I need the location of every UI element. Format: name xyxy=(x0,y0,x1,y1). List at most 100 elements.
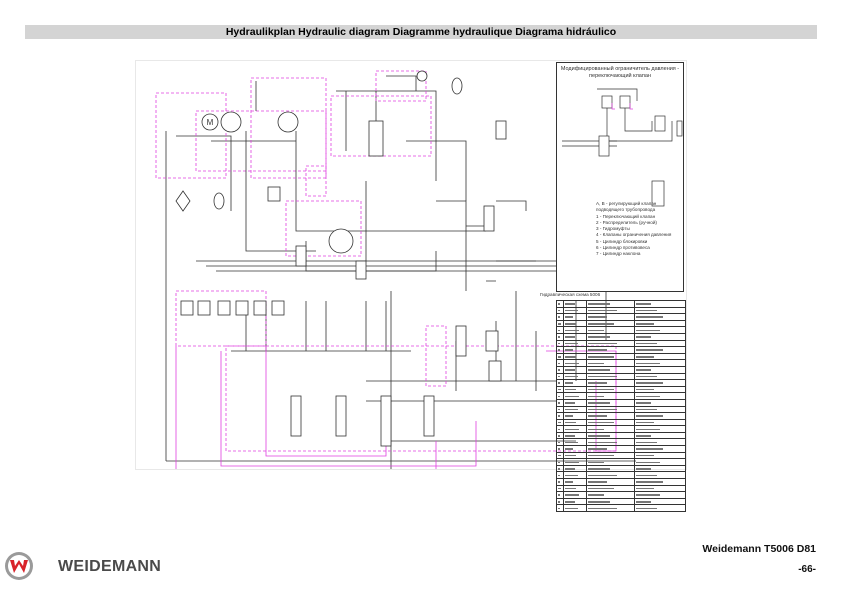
table-cell xyxy=(563,372,587,381)
illegible-text xyxy=(558,494,560,496)
table-cell xyxy=(563,484,587,493)
pilot-solid-lines xyxy=(175,346,617,469)
illegible-text xyxy=(558,402,561,404)
table-cell xyxy=(563,319,587,328)
table-row xyxy=(556,464,686,473)
table-cell xyxy=(634,392,686,400)
inset-schematic-drawing xyxy=(562,88,683,207)
illegible-text xyxy=(565,474,578,477)
brand-wordmark: WEIDEMANN xyxy=(58,558,162,575)
illegible-text xyxy=(636,349,663,351)
table-cell xyxy=(586,352,635,361)
illegible-text xyxy=(588,309,617,312)
illegible-text xyxy=(558,461,560,463)
table-row xyxy=(556,445,686,453)
table-cell xyxy=(556,425,564,433)
table-cell xyxy=(556,326,564,334)
illegible-text xyxy=(588,408,617,411)
table-cell xyxy=(586,332,635,341)
illegible-text xyxy=(588,349,608,351)
table-cell xyxy=(634,484,686,493)
table-row xyxy=(556,379,686,387)
illegible-text xyxy=(565,487,577,490)
legend-item: 4 - Клапаны ограничения давления xyxy=(596,232,672,238)
illegible-text xyxy=(636,395,660,398)
motor-label: M xyxy=(207,118,214,127)
illegible-text xyxy=(565,421,577,424)
table-cell xyxy=(563,306,587,315)
table-cell xyxy=(586,365,635,374)
legend-item: 6 - Цилиндр противовеса xyxy=(596,245,650,251)
illegible-text xyxy=(588,316,608,318)
table-cell xyxy=(556,504,564,512)
illegible-text xyxy=(588,356,614,358)
illegible-text xyxy=(558,448,561,450)
illegible-text xyxy=(558,342,560,345)
table-cell xyxy=(556,359,564,367)
illegible-text xyxy=(558,349,561,351)
table-cell xyxy=(634,464,686,473)
table-cell xyxy=(556,471,564,480)
table-cell xyxy=(586,319,635,328)
illegible-text xyxy=(565,309,578,312)
table-cell xyxy=(586,431,635,440)
table-cell xyxy=(634,379,686,387)
illegible-text xyxy=(565,448,573,450)
illegible-text xyxy=(565,507,578,510)
illegible-text xyxy=(636,323,654,325)
table-cell xyxy=(556,412,564,420)
table-row xyxy=(556,504,686,512)
illegible-text xyxy=(588,448,608,450)
table-cell xyxy=(563,352,587,361)
table-cell xyxy=(634,398,686,407)
legend-item: подводящего трубопровода xyxy=(596,207,656,213)
table-cell xyxy=(634,418,686,427)
table-cell xyxy=(586,504,635,512)
table-cell xyxy=(556,438,564,447)
illegible-text xyxy=(636,448,663,450)
table-cell xyxy=(634,471,686,480)
table-cell xyxy=(586,372,635,381)
table-cell xyxy=(563,359,587,367)
table-row xyxy=(556,471,686,480)
table-cell xyxy=(563,326,587,334)
table-cell xyxy=(563,398,587,407)
illegible-text xyxy=(636,342,657,345)
table-cell xyxy=(563,365,587,374)
illegible-text xyxy=(558,303,561,305)
inset-title: Модифицированный ограничитель давления -… xyxy=(557,66,683,80)
table-cell xyxy=(634,412,686,420)
table-cell xyxy=(556,379,564,387)
table-cell xyxy=(556,319,564,328)
legend-item: A, B - регулирующий клапан xyxy=(596,201,657,206)
illegible-text xyxy=(565,494,580,496)
illegible-text xyxy=(636,382,663,384)
illegible-text xyxy=(636,474,657,477)
table-row xyxy=(556,319,686,328)
illegible-text xyxy=(565,415,573,417)
illegible-text xyxy=(558,395,560,398)
table-cell xyxy=(556,431,564,440)
illegible-text xyxy=(588,382,608,384)
illegible-text xyxy=(565,481,573,483)
illegible-text xyxy=(588,336,611,338)
table-cell xyxy=(556,478,564,486)
table-cell xyxy=(556,445,564,453)
table-cell xyxy=(634,458,686,466)
table-cell xyxy=(586,438,635,447)
illegible-text xyxy=(558,507,560,510)
table-row xyxy=(556,359,686,367)
table-cell xyxy=(634,385,686,394)
illegible-text xyxy=(588,369,611,371)
illegible-text xyxy=(636,303,651,305)
illegible-text xyxy=(565,468,575,470)
illegible-text xyxy=(565,395,580,398)
table-cell xyxy=(556,339,564,348)
filter-symbol xyxy=(175,190,191,212)
illegible-text xyxy=(636,309,657,312)
table-cell xyxy=(563,464,587,473)
illegible-text xyxy=(565,369,575,371)
table-row xyxy=(556,418,686,427)
illegible-text xyxy=(558,501,561,503)
illegible-text xyxy=(565,402,575,404)
